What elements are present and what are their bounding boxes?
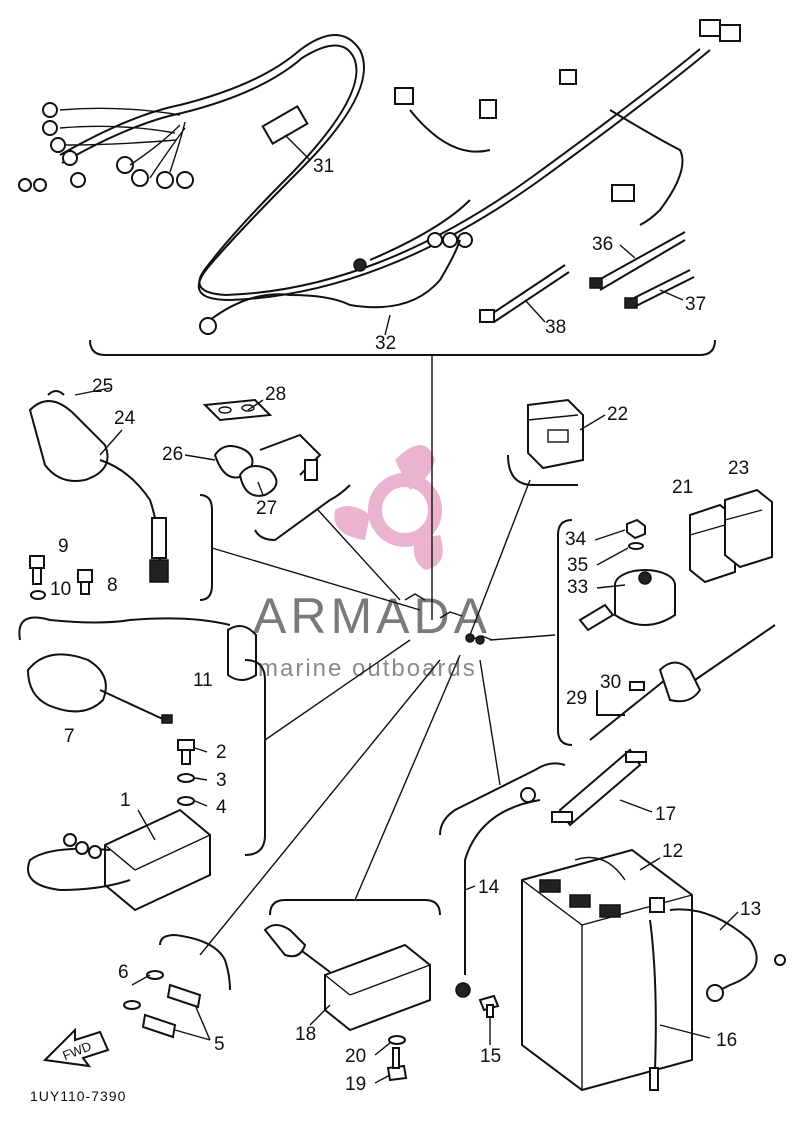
cdi-unit-1 — [27, 808, 211, 912]
callout-12: 12 — [662, 841, 683, 862]
callout-leaders — [74, 134, 739, 1084]
plate-28 — [202, 398, 273, 422]
top-middle-bracket — [254, 484, 351, 542]
callout-18: 18 — [295, 1024, 316, 1045]
callout-22: 22 — [607, 404, 628, 425]
callout-24: 24 — [114, 408, 136, 429]
ground-lead-32 — [199, 239, 461, 335]
callout-13: 13 — [740, 899, 761, 920]
callout-1: 1 — [120, 790, 131, 811]
callout-34: 34 — [565, 529, 587, 550]
callout-3: 3 — [216, 770, 227, 791]
screw-15 — [478, 994, 500, 1018]
battery-lead-14 — [455, 787, 541, 998]
watermark-logo — [334, 445, 443, 570]
callout-27: 27 — [256, 498, 277, 519]
left-mid-bracket — [199, 494, 213, 601]
callout-10: 10 — [50, 579, 71, 600]
callout-8: 8 — [107, 575, 118, 596]
relay-21 — [689, 503, 736, 584]
band-37 — [624, 269, 695, 309]
callout-11: 11 — [193, 670, 213, 691]
nut-34 — [626, 518, 646, 540]
callout-26: 26 — [162, 444, 183, 465]
band-36 — [589, 231, 686, 291]
key-switch-33 — [578, 569, 676, 632]
callout-19: 19 — [345, 1074, 366, 1095]
washer-3 — [177, 773, 195, 783]
callout-32: 32 — [375, 333, 396, 354]
callout-5: 5 — [214, 1034, 225, 1055]
watermark-brand: ARMADA — [253, 588, 491, 644]
callout-labels: 1 2 3 4 5 6 7 8 9 10 11 12 13 14 15 16 1… — [50, 156, 761, 1095]
callout-33: 33 — [567, 577, 588, 598]
callout-37: 37 — [685, 294, 706, 315]
callout-31: 31 — [313, 156, 334, 177]
plug-cap-11 — [227, 625, 257, 681]
left-lower-bracket — [244, 659, 266, 856]
callout-25: 25 — [92, 376, 113, 397]
callout-30: 30 — [600, 672, 621, 693]
callout-15: 15 — [480, 1046, 501, 1067]
callout-28: 28 — [265, 384, 286, 405]
battery-12 — [521, 848, 693, 1092]
switch-assy-26-27 — [213, 433, 322, 497]
ignition-coil-7 — [18, 616, 231, 724]
bolt-19 — [386, 1047, 408, 1082]
cable-tie-38 — [479, 264, 570, 323]
top-group-bracket — [89, 339, 716, 356]
relay-22-bracket — [507, 454, 578, 486]
callout-14: 14 — [478, 877, 500, 898]
callout-9: 9 — [58, 536, 69, 557]
callout-36: 36 — [592, 234, 613, 255]
starter-cable-30 — [589, 624, 776, 741]
drawing-code: 1UY110-7390 — [30, 1088, 126, 1104]
washer-6 — [123, 970, 164, 1010]
washer-4 — [177, 796, 195, 806]
regulator-18 — [263, 924, 431, 1032]
battery-group-bracket — [439, 762, 566, 836]
callout-29: 29 — [566, 688, 587, 709]
relay-23 — [724, 488, 773, 569]
washer-35 — [628, 542, 644, 550]
washer-20 — [388, 1035, 406, 1045]
callout-17: 17 — [655, 804, 676, 825]
relay-22 — [527, 398, 584, 470]
screw-9 — [29, 555, 45, 585]
callout-2: 2 — [216, 742, 227, 763]
bolt-2 — [177, 739, 195, 765]
bolt-5 — [141, 983, 202, 1039]
bracket-29-30 — [596, 690, 625, 716]
callout-23: 23 — [728, 458, 749, 479]
fwd-arrow — [42, 1027, 110, 1068]
callout-16: 16 — [716, 1030, 737, 1051]
callout-38: 38 — [545, 317, 566, 338]
callout-35: 35 — [567, 555, 588, 576]
battery-band-17 — [551, 748, 647, 827]
battery-lead-13 — [669, 908, 786, 1002]
callout-7: 7 — [64, 726, 75, 747]
oring-25 — [47, 390, 65, 396]
bottom-middle-bracket — [269, 899, 441, 916]
right-mid-bracket — [557, 519, 573, 746]
breather-pipe-16 — [649, 919, 659, 1091]
leader-lines — [199, 355, 556, 956]
bottom-left-bracket — [159, 933, 231, 991]
callout-21: 21 — [672, 477, 693, 498]
main-switch-24 — [28, 400, 169, 583]
washer-10 — [30, 590, 46, 600]
screw-8 — [77, 569, 93, 595]
watermark-tagline: marine outboards — [258, 655, 477, 682]
wire-harness-31 — [18, 19, 741, 302]
callout-4: 4 — [216, 797, 227, 818]
callout-6: 6 — [118, 962, 129, 983]
callout-20: 20 — [345, 1046, 366, 1067]
